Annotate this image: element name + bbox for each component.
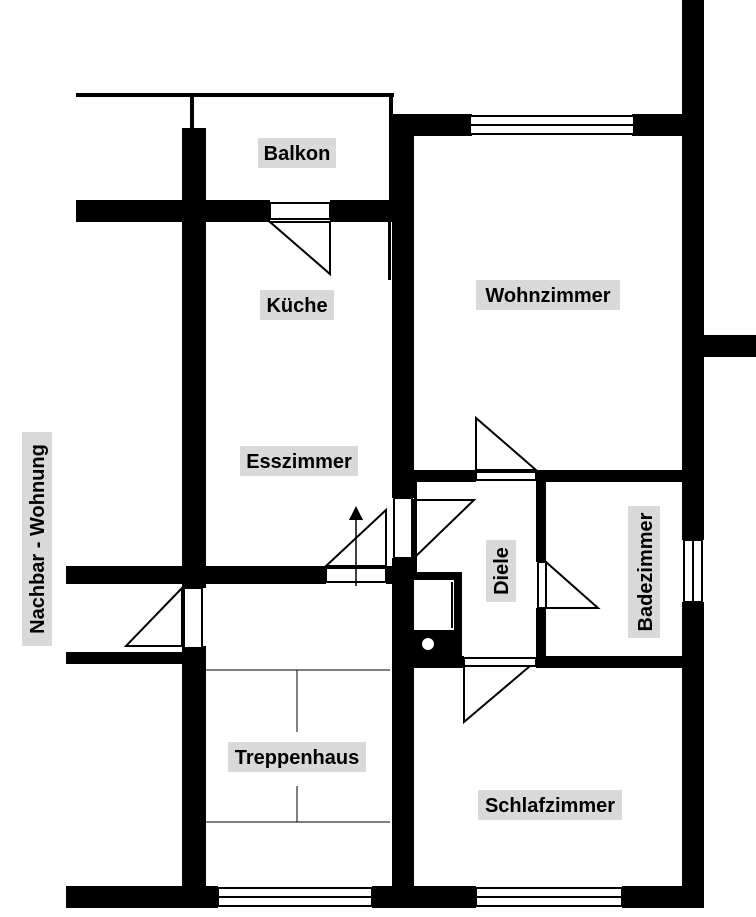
label-wohnzimmer: Wohnzimmer bbox=[485, 285, 610, 307]
dining-door-frame bbox=[393, 497, 413, 559]
label-badezimmer: Badezimmer bbox=[635, 512, 657, 631]
neighbour-door-frame bbox=[183, 587, 203, 649]
bottom-wall-right bbox=[622, 886, 704, 908]
bottom-wall-mid bbox=[372, 886, 476, 908]
right-outer-wall-upper bbox=[682, 0, 704, 130]
doors bbox=[123, 202, 601, 725]
shaft-right-wall bbox=[454, 572, 462, 658]
kitchen-partition-line bbox=[388, 220, 391, 280]
balcony-divider-line bbox=[190, 95, 194, 130]
windows bbox=[217, 115, 703, 907]
balcony-top-line bbox=[76, 93, 394, 97]
bottom-wall-left bbox=[66, 886, 218, 908]
living-room-top-wall-right bbox=[632, 114, 704, 136]
living-room-door-swing bbox=[475, 415, 539, 471]
label-treppenhaus: Treppenhaus bbox=[235, 747, 359, 769]
entrance-arrow bbox=[349, 506, 363, 586]
dining-door-swing bbox=[413, 499, 477, 561]
balcony-door-frame bbox=[269, 202, 331, 220]
living-room-bottom-wall-right bbox=[536, 470, 682, 482]
label-diele: Diele bbox=[491, 547, 513, 595]
label-schlafzimmer: Schlafzimmer bbox=[485, 795, 615, 817]
drain-icon bbox=[422, 638, 434, 650]
bath-bottom-wall bbox=[536, 656, 682, 668]
walls bbox=[66, 0, 756, 908]
central-wall-upper bbox=[392, 114, 414, 498]
label-balkon: Balkon bbox=[264, 143, 331, 165]
right-outer-wall bbox=[682, 130, 704, 540]
balcony-kitchen-wall-left bbox=[76, 200, 270, 222]
neighbour-corridor-wall bbox=[66, 652, 184, 664]
label-kueche: Küche bbox=[266, 295, 327, 317]
right-stub-wall bbox=[704, 335, 756, 357]
dining-bottom-wall-mid bbox=[184, 566, 326, 584]
bathroom-door-swing bbox=[545, 559, 601, 609]
dining-bottom-wall-right bbox=[386, 566, 414, 584]
neighbour-door-swing bbox=[123, 585, 183, 647]
living-room-bottom-wall-left bbox=[414, 470, 476, 482]
hall-bath-wall-upper bbox=[536, 482, 546, 562]
balcony-right-line bbox=[389, 95, 393, 200]
living-room-door-frame bbox=[475, 471, 537, 481]
hall-bath-wall-lower bbox=[536, 608, 546, 662]
label-esszimmer: Esszimmer bbox=[246, 451, 352, 473]
label-nachbar-wohnung: Nachbar - Wohnung bbox=[27, 444, 49, 634]
right-outer-wall-lower bbox=[682, 602, 704, 902]
bedroom-door-frame bbox=[463, 657, 537, 667]
shaft-detail bbox=[416, 582, 453, 650]
hall-left-inner-wall bbox=[414, 482, 417, 572]
kitchen-left-wall bbox=[182, 128, 206, 588]
stair-lines bbox=[206, 669, 390, 823]
hall-bottom-wall bbox=[414, 656, 464, 668]
arrow-up-icon bbox=[349, 506, 363, 520]
bedroom-door-swing bbox=[463, 665, 533, 725]
balcony-kitchen-wall-right bbox=[330, 200, 392, 222]
central-wall-lower bbox=[392, 558, 414, 902]
shaft-block bbox=[414, 630, 454, 656]
stairwell-left-wall bbox=[182, 646, 206, 902]
dining-bottom-wall-far-left bbox=[66, 566, 184, 584]
shaft-top-wall bbox=[414, 572, 460, 580]
balcony-door-swing bbox=[267, 221, 331, 277]
bathroom-door-frame bbox=[537, 561, 547, 609]
room-labels: Balkon Küche Wohnzimmer Esszimmer Diele … bbox=[22, 138, 660, 820]
